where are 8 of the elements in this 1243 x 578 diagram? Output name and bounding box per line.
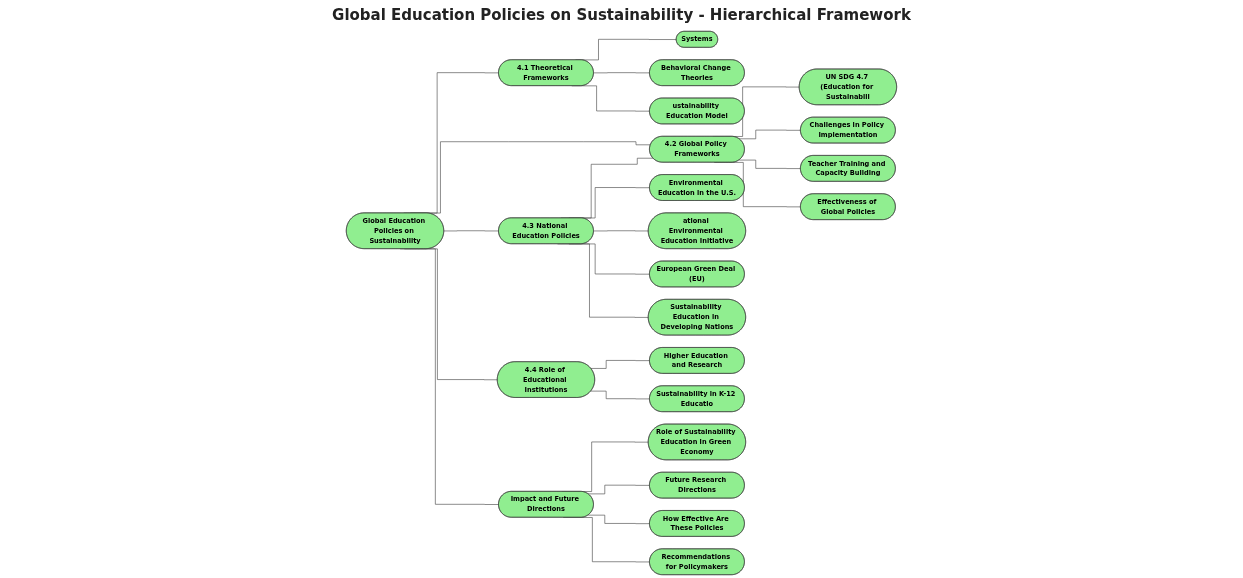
connector xyxy=(593,230,649,232)
connector xyxy=(590,390,650,400)
connector xyxy=(590,360,650,369)
connector xyxy=(443,230,500,232)
connector xyxy=(738,159,801,169)
connector xyxy=(587,514,650,524)
connector xyxy=(593,72,650,74)
diagram-title: Global Education Policies on Sustainability - Hierarchical Framework xyxy=(332,6,911,24)
